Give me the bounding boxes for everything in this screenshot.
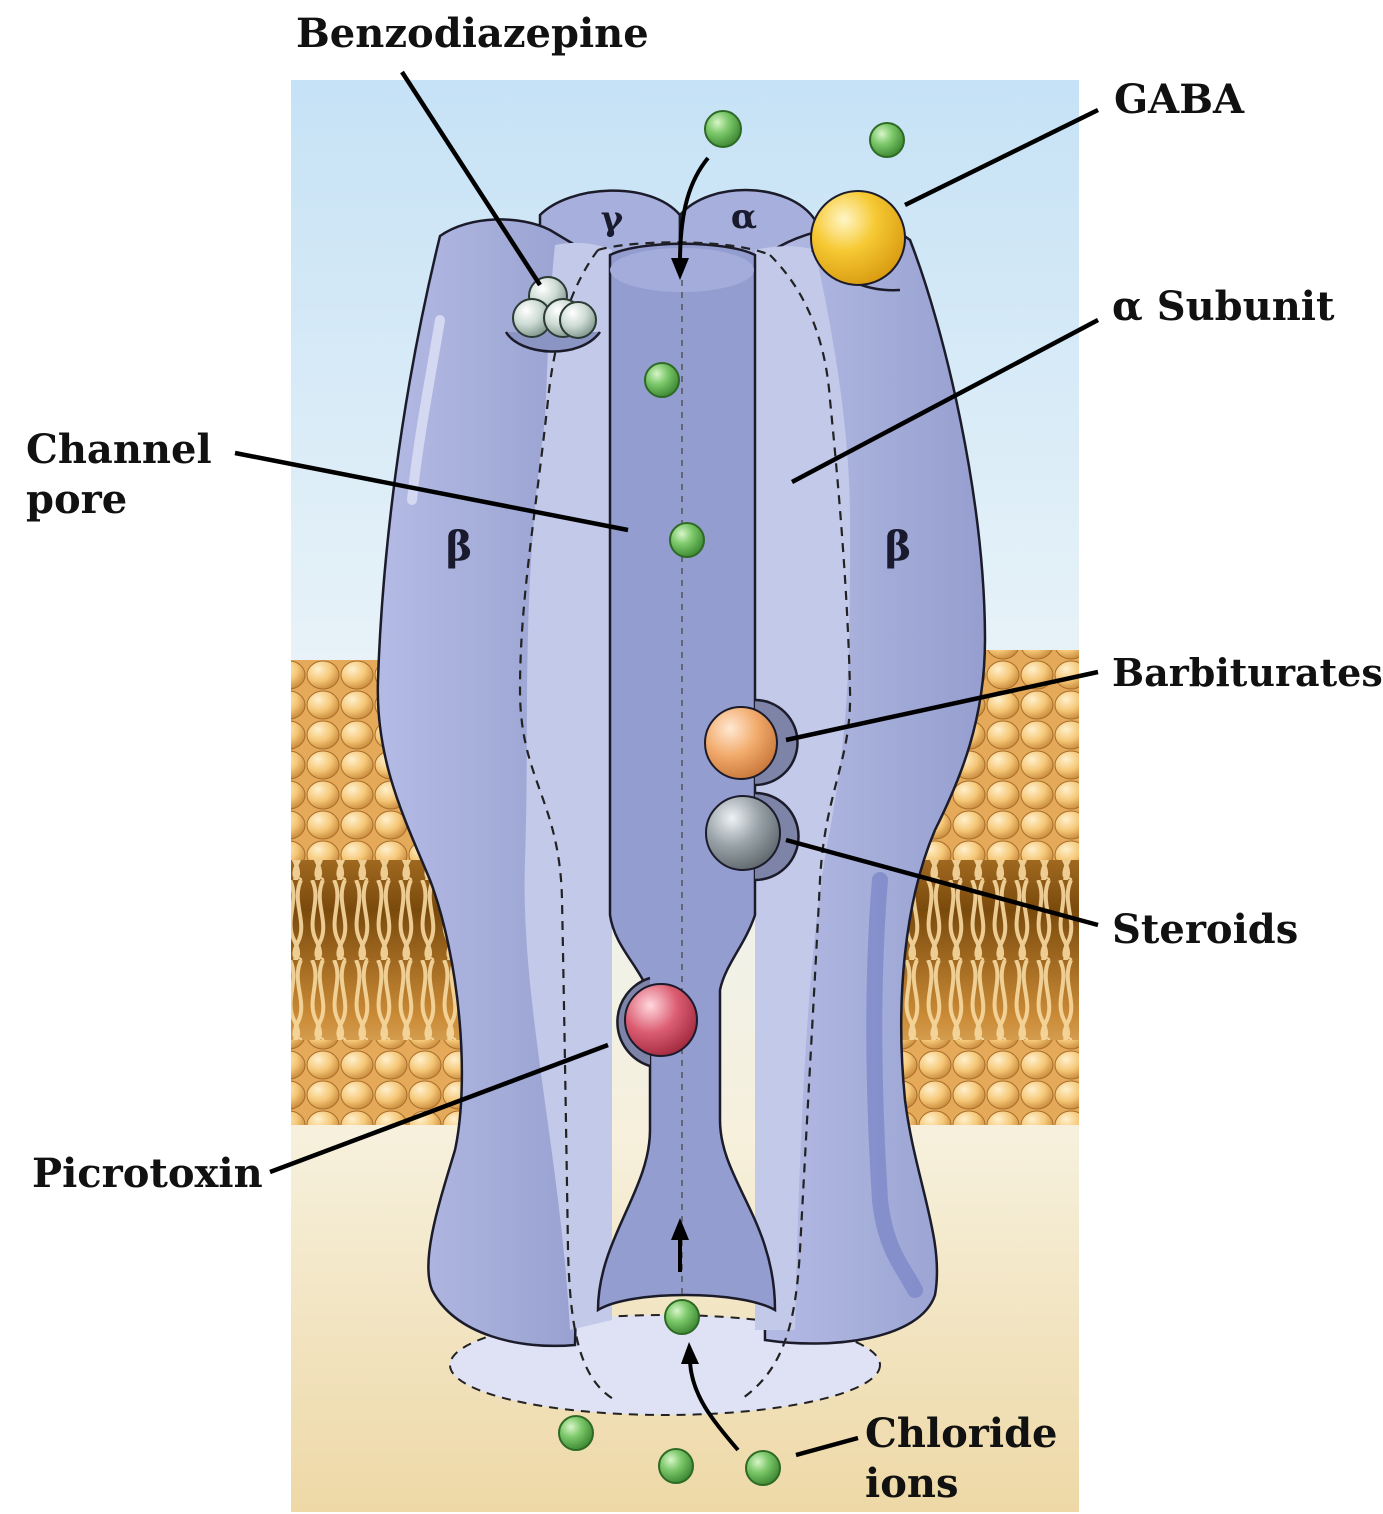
label-alpha-subunit: α Subunit bbox=[1112, 283, 1335, 330]
chloride-ion bbox=[665, 1300, 699, 1334]
gaba-molecule bbox=[811, 191, 905, 285]
label-picrotoxin: Picrotoxin bbox=[32, 1150, 263, 1197]
steroid-molecule bbox=[706, 796, 780, 870]
chloride-ion bbox=[746, 1451, 780, 1485]
chloride-ion bbox=[705, 111, 741, 147]
label-channel-pore-line2: pore bbox=[26, 476, 127, 523]
chloride-ion bbox=[659, 1449, 693, 1483]
picrotoxin-molecule bbox=[625, 984, 697, 1056]
subunit-beta-right-label: β bbox=[885, 523, 912, 570]
chloride-ion bbox=[670, 523, 704, 557]
label-barbiturates: Barbiturates bbox=[1112, 650, 1383, 695]
label-chloride-line1: Chloride bbox=[865, 1410, 1057, 1457]
subunit-beta-left-label: β bbox=[446, 523, 473, 570]
label-chloride-line2: ions bbox=[865, 1460, 958, 1507]
label-gaba: GABA bbox=[1114, 76, 1245, 123]
label-benzodiazepine: Benzodiazepine bbox=[296, 10, 649, 57]
label-steroids: Steroids bbox=[1112, 906, 1298, 953]
barbiturate-molecule bbox=[705, 707, 777, 779]
chloride-ion bbox=[559, 1416, 593, 1450]
chloride-ion bbox=[645, 363, 679, 397]
subunit-alpha-label: α bbox=[731, 197, 757, 237]
label-channel-pore-line1: Channel bbox=[26, 426, 212, 473]
subunit-gamma-label: γ bbox=[601, 199, 624, 239]
chloride-ion bbox=[870, 123, 904, 157]
